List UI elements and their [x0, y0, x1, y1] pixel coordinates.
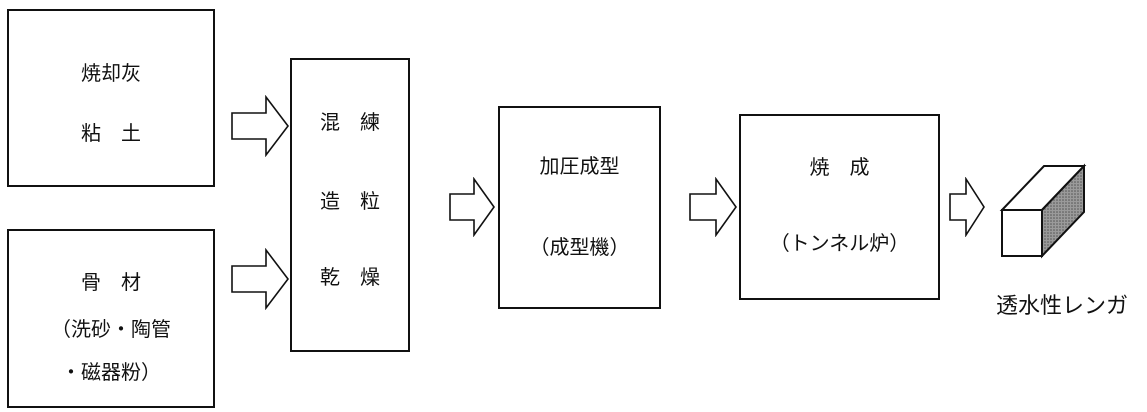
pressing-box: 加圧成型 （成型機）: [498, 106, 661, 309]
arrow-pressing-to-firing-icon: [688, 177, 738, 237]
firing-line-1: 焼 成: [741, 151, 938, 180]
raw-materials-line-1: 焼却灰: [9, 57, 213, 86]
pressing-line-2: （成型機）: [500, 231, 659, 260]
mixing-line-3: 乾 燥: [292, 261, 408, 290]
arrow-raw-to-mixing-icon: [230, 95, 290, 157]
raw-materials-box: 焼却灰 粘 土: [7, 9, 215, 187]
aggregate-line-2: （洗砂・陶管: [9, 313, 213, 342]
firing-box: 焼 成 （トンネル炉）: [739, 114, 940, 300]
aggregate-line-1: 骨 材: [9, 266, 213, 295]
arrow-mixing-to-pressing-icon: [448, 177, 496, 237]
pressing-line-1: 加圧成型: [500, 150, 659, 179]
firing-line-2: （トンネル炉）: [741, 227, 938, 256]
product-label: 透水性レンガ: [996, 288, 1128, 320]
arrow-aggregate-to-mixing-icon: [230, 248, 290, 310]
arrow-firing-to-product-icon: [948, 177, 986, 237]
mixing-box: 混 練 造 粒 乾 燥: [290, 58, 410, 352]
brick-icon: [990, 160, 1090, 260]
aggregate-box: 骨 材 （洗砂・陶管 ・磁器粉）: [7, 229, 215, 408]
aggregate-line-3: ・磁器粉）: [9, 356, 213, 385]
raw-materials-line-2: 粘 土: [9, 117, 213, 146]
mixing-line-2: 造 粒: [292, 185, 408, 214]
mixing-line-1: 混 練: [292, 106, 408, 135]
